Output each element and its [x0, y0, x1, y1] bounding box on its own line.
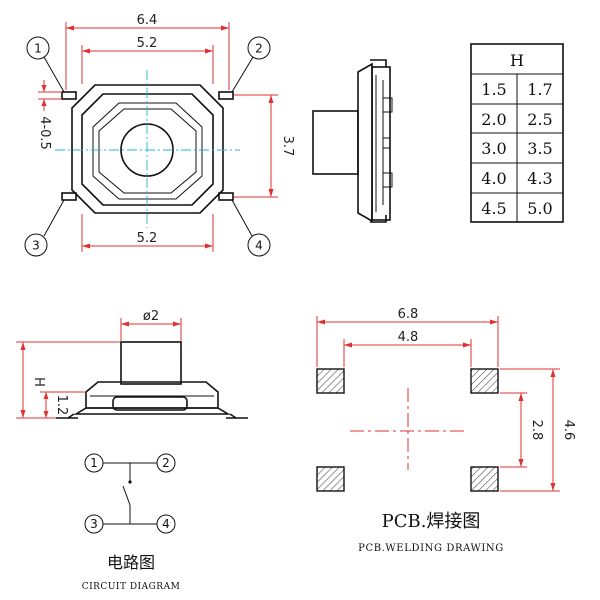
profile-actuator	[312, 110, 359, 175]
dim-label-pcb-total: 4.6	[561, 420, 576, 441]
svg-text:2: 2	[255, 42, 263, 56]
dim-label-top-width: 6.4	[137, 13, 158, 28]
dim-label-inner-width: 5.2	[137, 36, 158, 51]
h-table-cell: 4.3	[527, 169, 552, 188]
svg-text:4: 4	[162, 517, 170, 531]
switch-cap-octagon	[92, 102, 203, 200]
h-table-cell: 3.5	[527, 139, 552, 158]
h-table-cell: 4.5	[481, 199, 506, 218]
pcb-pad	[316, 368, 345, 394]
h-table-cell: 1.7	[527, 80, 552, 99]
pin-callout-3	[24, 233, 48, 257]
svg-text:1: 1	[90, 456, 98, 470]
dim-label-body: 1.2	[54, 395, 69, 416]
switch-contact	[122, 485, 131, 506]
dim-label-height: 3.7	[280, 136, 295, 157]
h-table-cell: 2.5	[527, 110, 552, 129]
h-table-header: H	[510, 51, 524, 70]
switch-body-outer	[71, 84, 224, 214]
dim-label-pcb-outer: 6.8	[398, 307, 419, 322]
front-side-view: ø2 H 1.2	[16, 309, 248, 419]
h-table-cell: 5.0	[527, 199, 552, 218]
h-table-cell: 3.0	[481, 139, 506, 158]
h-table-cell: 4.0	[481, 169, 506, 188]
dim-label-h: H	[31, 377, 46, 387]
svg-text:3: 3	[32, 239, 40, 253]
pcb-pad	[470, 368, 499, 394]
switch-cap-octagon-inner	[98, 108, 197, 194]
circuit-diagram: 1 2 3 4 电路图 CIRCUIT DIAGRAM	[82, 453, 181, 592]
pin-callout-2	[247, 36, 271, 60]
circuit-title-en: CIRCUIT DIAGRAM	[82, 582, 181, 592]
svg-text:3: 3	[90, 517, 98, 531]
h-table-cell: 2.0	[481, 110, 506, 129]
side-body-slot	[112, 396, 188, 411]
pin-callout-4	[247, 233, 271, 257]
lead-4	[218, 192, 234, 201]
profile-leads	[370, 59, 387, 223]
dim-label-diameter: ø2	[143, 309, 159, 324]
pcb-title-cn: PCB.焊接图	[382, 511, 481, 532]
dim-label-bottom-width: 5.2	[137, 231, 158, 246]
h-table: H 1.5 1.7 2.0 2.5 3.0 3.5 4.0 4.3 4.5 5.…	[470, 43, 564, 223]
pin-callout-1	[26, 36, 50, 60]
switch-body-inner	[81, 93, 214, 206]
h-table-cell: 1.5	[481, 80, 506, 99]
pcb-drawing: 6.8 4.8 2.8 4.6 PCB.焊接图 PCB.WELDING DRAW…	[316, 307, 576, 554]
dim-label-pcb-inner: 4.8	[398, 330, 419, 345]
svg-text:1: 1	[34, 42, 42, 56]
side-actuator	[120, 341, 182, 385]
svg-text:2: 2	[162, 456, 170, 470]
svg-text:4: 4	[255, 239, 263, 253]
side-profile-view	[312, 59, 393, 223]
top-view: 6.4 5.2 5.2 3.7 4-0.5 1	[24, 13, 295, 257]
profile-body	[371, 66, 391, 221]
lead-2	[218, 91, 234, 100]
profile-body-front	[357, 62, 373, 223]
pcb-pad	[316, 466, 345, 492]
pcb-pad	[470, 466, 499, 492]
circuit-title-cn: 电路图	[107, 553, 155, 572]
side-body-base	[73, 407, 231, 415]
dim-label-lead: 4-0.5	[37, 116, 52, 150]
pcb-title-en: PCB.WELDING DRAWING	[358, 543, 504, 554]
side-body-upper	[85, 381, 219, 409]
lead-3	[61, 192, 77, 201]
dim-label-pad-gap: 2.8	[529, 420, 544, 441]
lead-1	[61, 91, 77, 100]
